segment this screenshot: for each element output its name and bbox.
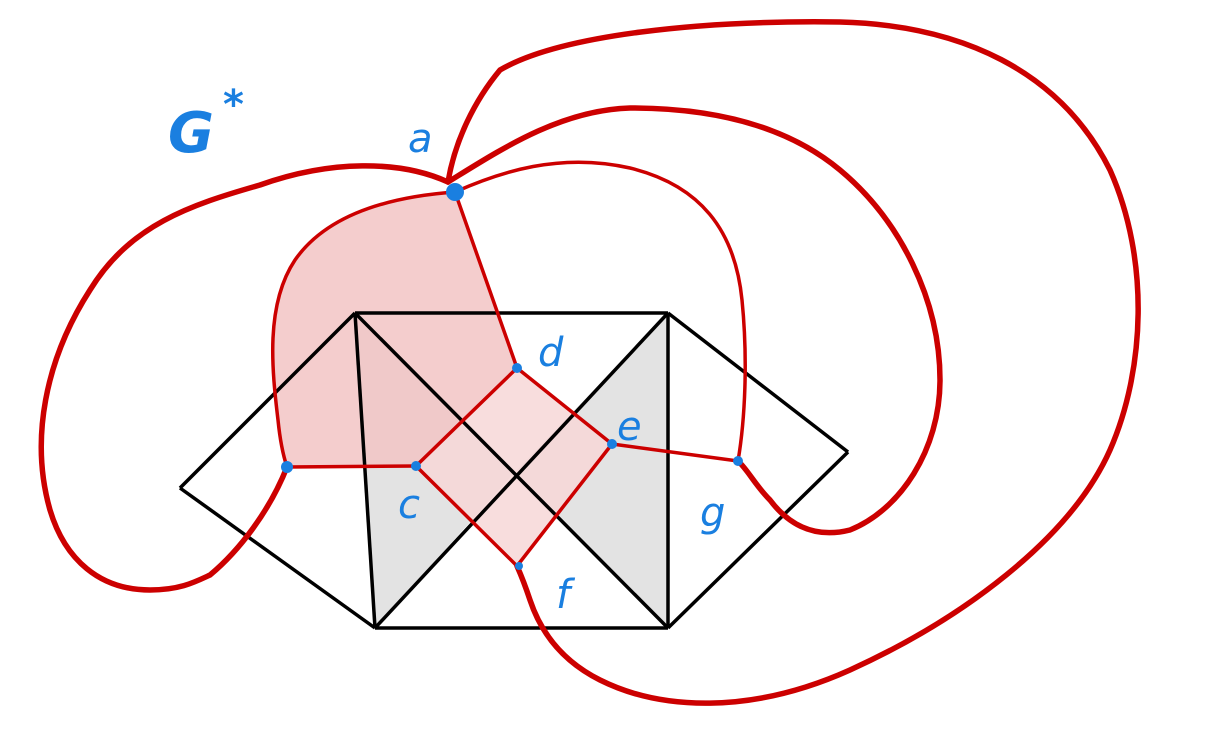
red-face-a: [272, 192, 517, 467]
dual-edge-a-left-outer: [38, 163, 451, 593]
dual-vertices: [281, 183, 743, 570]
dual-edge-left-c: [285, 464, 418, 469]
primal-edge-left-vertical: [353, 312, 377, 629]
vertex-left-dot: [281, 461, 293, 473]
graph-name-label: G: [168, 101, 214, 166]
node-label-d: d: [538, 330, 564, 376]
labels: G * a d e c f g: [168, 82, 725, 618]
primal-edge-left-upper: [178, 311, 357, 490]
dual-edge-a-d: [453, 190, 519, 370]
dual-graph: [38, 19, 1141, 706]
primal-edge-diagonal-1: [353, 311, 670, 630]
graph-name-superscript: *: [223, 82, 244, 128]
node-label-c: c: [398, 482, 420, 528]
vertex-d-dot: [512, 363, 522, 373]
dual-edge-d-e: [515, 366, 614, 446]
primal-graph: [178, 311, 850, 630]
dual-edge-e-g: [610, 442, 740, 463]
dual-edge-a-left-arc: [270, 190, 457, 469]
vertex-g-dot: [733, 456, 743, 466]
node-label-g: g: [700, 490, 725, 536]
primal-edge-right-lower: [666, 450, 850, 630]
primal-edge-diagonal-2: [373, 311, 670, 630]
vertex-c-dot: [411, 461, 421, 471]
vertex-e-dot: [607, 439, 617, 449]
dual-edge-c-f: [414, 464, 519, 568]
node-label-e: e: [617, 404, 642, 450]
vertex-f-dot: [515, 562, 523, 570]
shaded-faces: [272, 192, 668, 628]
node-label-a: a: [408, 116, 433, 162]
red-face-diamond: [416, 368, 612, 566]
vertex-a-dot: [446, 183, 464, 201]
dual-edge-a-outermost: [445, 19, 1141, 706]
primal-edge-right-upper: [666, 311, 850, 454]
dual-edge-a-g-outer: [445, 105, 943, 536]
dual-edge-e-f: [515, 442, 614, 568]
primal-edge-left-lower: [178, 486, 377, 630]
node-label-f: f: [556, 572, 576, 618]
dual-edge-d-c: [414, 366, 519, 468]
dual-edge-a-g: [453, 160, 747, 463]
